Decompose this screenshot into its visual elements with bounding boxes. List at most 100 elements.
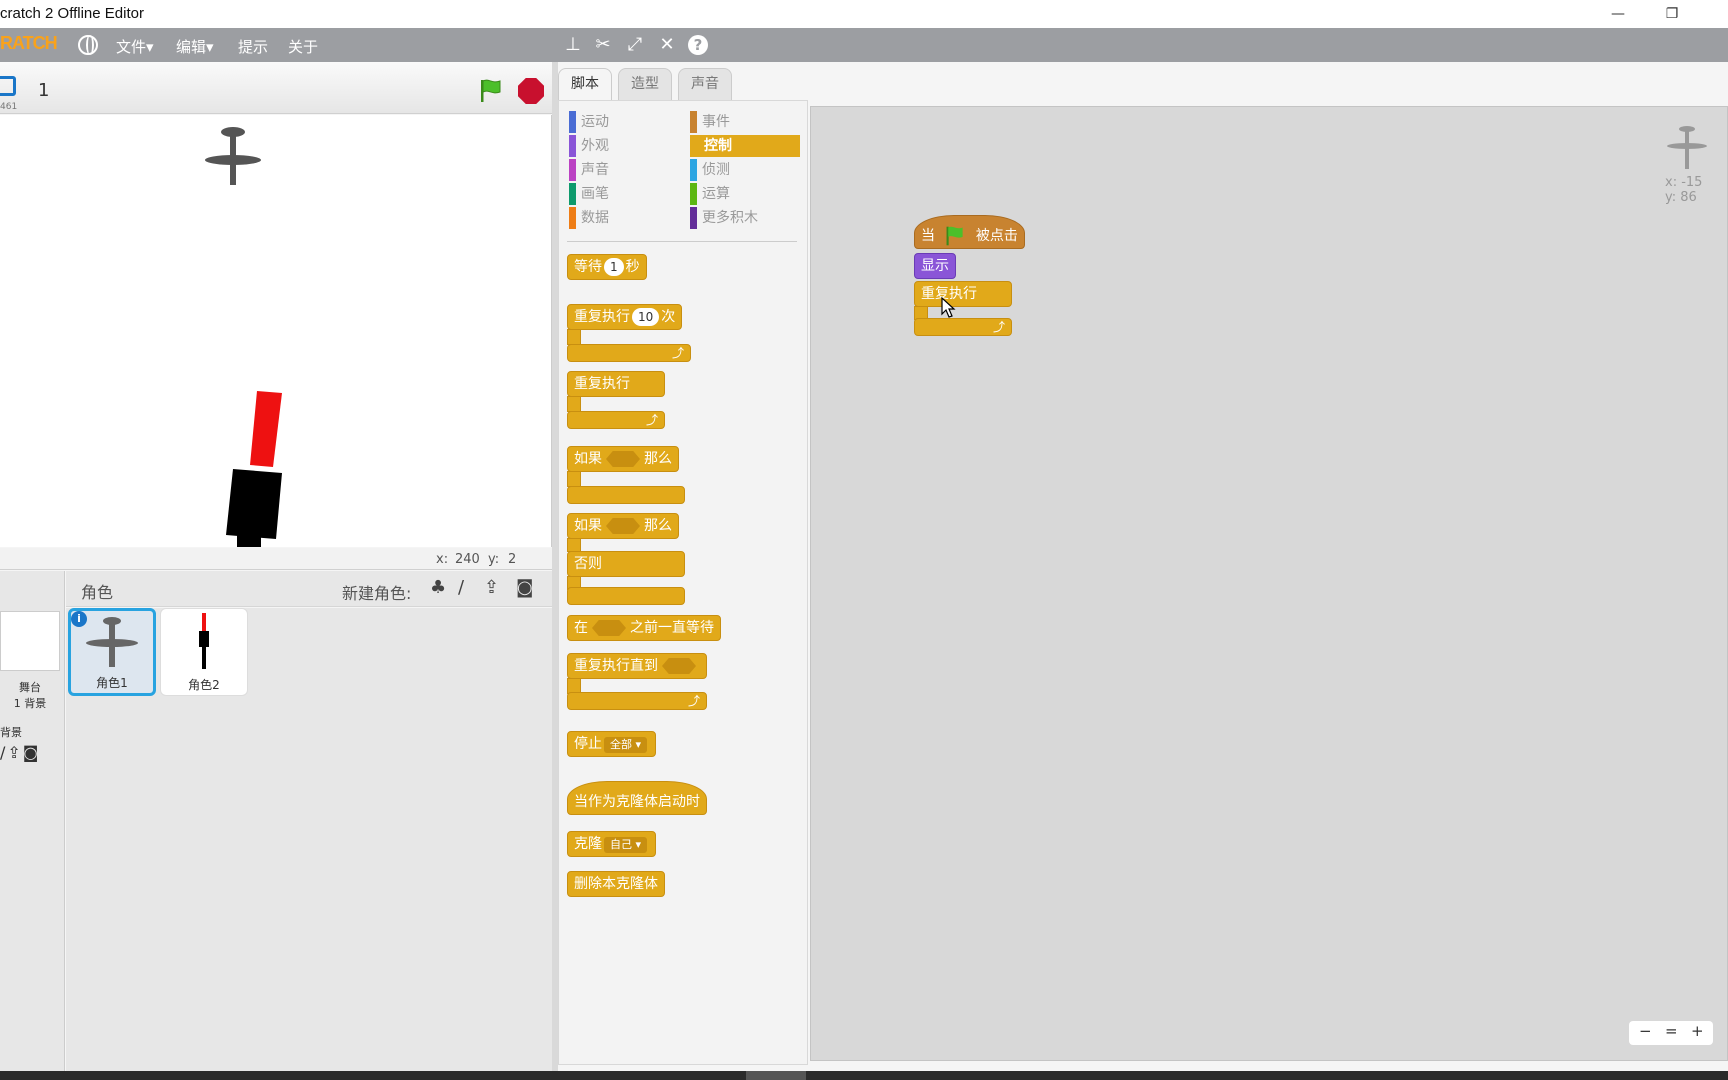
block-help-icon[interactable]: ? (688, 35, 708, 55)
block-text: 删除本克隆体 (574, 876, 658, 892)
sprite-x: x: -15 (1665, 175, 1703, 190)
block-clone[interactable]: 克隆自己 ▾ (567, 831, 657, 857)
block-repeat-end: ⤴ (567, 344, 691, 362)
stage-name: 舞台 (19, 681, 41, 694)
sprite-list: i 角色1 角色2 (66, 608, 552, 1071)
block-number-input[interactable]: 1 (604, 258, 624, 276)
camera-backdrop-icon[interactable]: ◙ (22, 743, 41, 762)
os-taskbar (0, 1071, 1728, 1080)
category-motion[interactable]: 运动 (569, 111, 609, 133)
block-if-else[interactable]: 如果那么 (567, 513, 679, 539)
category-label: 画笔 (581, 186, 609, 202)
mouse-x-value: 240 (455, 552, 480, 567)
block-number-input[interactable]: 10 (632, 308, 660, 326)
boolean-slot[interactable] (592, 620, 626, 636)
category-operators[interactable]: 运算 (690, 183, 730, 205)
sprite1-plane[interactable] (205, 127, 261, 185)
mouse-cursor-icon (941, 297, 956, 318)
category-control[interactable]: 控制 (690, 135, 800, 157)
category-sensing[interactable]: 侦测 (690, 159, 730, 181)
block-repeat-until[interactable]: 重复执行直到 (567, 653, 707, 679)
block-when-flag-clicked[interactable]: 当 被点击 (914, 215, 1025, 249)
zoom-reset-icon[interactable]: = (1665, 1022, 1678, 1040)
boolean-slot[interactable] (662, 658, 696, 674)
delete-scissors-icon[interactable]: ✂ (595, 34, 611, 55)
info-icon[interactable]: i (71, 611, 87, 627)
sprite-tile-2[interactable]: 角色2 (160, 608, 248, 696)
window-titlebar: cratch 2 Offline Editor — ❐ (0, 0, 1728, 28)
block-text: 在 (574, 620, 588, 636)
stage-thumbnail[interactable] (0, 611, 60, 671)
zoom-in-icon[interactable]: + (1691, 1022, 1704, 1040)
block-text: 被点击 (975, 228, 1018, 244)
block-text: 次 (661, 309, 676, 325)
block-wait-until[interactable]: 在之前一直等待 (567, 615, 721, 641)
grow-icon[interactable]: ⤢ (627, 34, 643, 55)
boolean-slot[interactable] (606, 451, 640, 467)
menu-file[interactable]: 文件▾ (116, 38, 154, 56)
category-pen[interactable]: 画笔 (569, 183, 609, 205)
block-text: 停止 (574, 736, 602, 752)
menu-tips[interactable]: 提示 (238, 38, 269, 56)
new-sprite-label: 新建角色: (342, 584, 412, 603)
panel-divider[interactable] (552, 62, 558, 1071)
block-show[interactable]: 显示 (914, 253, 956, 279)
block-text: 那么 (644, 451, 672, 467)
category-events[interactable]: 事件 (690, 111, 730, 133)
block-repeat-until-end: ⤴ (567, 692, 707, 710)
maximize-button[interactable]: ❐ (1665, 6, 1679, 22)
menu-edit[interactable]: 编辑▾ (176, 38, 214, 56)
sprite-tile-1[interactable]: i 角色1 (68, 608, 156, 696)
category-sound[interactable]: 声音 (569, 159, 609, 181)
minimize-button[interactable]: — (1611, 6, 1625, 22)
language-globe-icon[interactable] (78, 35, 98, 55)
clone-option-dropdown[interactable]: 自己 ▾ (604, 837, 648, 853)
backdrop-count: 1 背景 (13, 697, 47, 710)
upload-sprite-icon[interactable]: ⇪ (484, 577, 500, 598)
block-if[interactable]: 如果那么 (567, 446, 679, 472)
tab-costumes[interactable]: 造型 (618, 68, 672, 102)
current-sprite-preview (1657, 121, 1717, 177)
stop-sign-icon[interactable] (518, 78, 544, 104)
duplicate-stamp-icon[interactable]: ⊥ (565, 34, 581, 55)
new-backdrop-label: 背景 (0, 726, 22, 739)
camera-sprite-icon[interactable]: ◙ (516, 577, 534, 598)
category-label: 数据 (581, 210, 609, 226)
paint-backdrop-icon[interactable]: / (0, 743, 8, 762)
menubar: RATCH 文件▾ 编辑▾ 提示 关于 ⊥ ✂ ⤢ ✕ ? (0, 28, 1728, 62)
scratch-logo[interactable]: RATCH (0, 33, 58, 53)
block-text: 重复执行 (574, 309, 630, 325)
menu-about[interactable]: 关于 (288, 38, 319, 56)
block-stop[interactable]: 停止全部 ▾ (567, 731, 657, 757)
upload-backdrop-icon[interactable]: ⇪ (7, 743, 23, 762)
block-forever[interactable]: 重复执行 (914, 281, 1012, 307)
choose-sprite-icon[interactable]: ♣ (430, 577, 447, 598)
sprite-name: 角色2 (188, 678, 220, 692)
presentation-mode-icon[interactable] (0, 76, 16, 96)
mouse-y-label: y: (488, 552, 500, 567)
category-looks[interactable]: 外观 (569, 135, 609, 157)
zoom-out-icon[interactable]: − (1639, 1022, 1652, 1040)
sprite2-launcher[interactable] (226, 391, 282, 547)
green-flag-icon[interactable] (478, 78, 504, 104)
category-label: 声音 (581, 162, 609, 178)
block-if-else-end (567, 587, 685, 605)
block-forever[interactable]: 重复执行 (567, 371, 665, 397)
block-delete-clone[interactable]: 删除本克隆体 (567, 871, 665, 897)
stop-option-dropdown[interactable]: 全部 ▾ (604, 737, 648, 753)
paint-sprite-icon[interactable]: / (458, 577, 465, 598)
scripts-area[interactable]: 当 被点击 显示 重复执行 ⤴ x: -15 y: 86 − = + (810, 106, 1728, 1061)
tab-sounds[interactable]: 声音 (678, 68, 732, 102)
boolean-slot[interactable] (606, 518, 640, 534)
category-data[interactable]: 数据 (569, 207, 609, 229)
block-text: 重复执行直到 (574, 658, 658, 674)
category-more-blocks[interactable]: 更多积木 (690, 207, 758, 229)
tab-scripts[interactable]: 脚本 (558, 68, 612, 102)
stage-canvas[interactable] (0, 115, 552, 547)
project-title-input[interactable]: 1 (38, 80, 50, 101)
block-when-clone-start[interactable]: 当作为克隆体启动时 (567, 781, 707, 815)
block-text: 那么 (644, 518, 672, 534)
shrink-icon[interactable]: ✕ (659, 34, 675, 55)
